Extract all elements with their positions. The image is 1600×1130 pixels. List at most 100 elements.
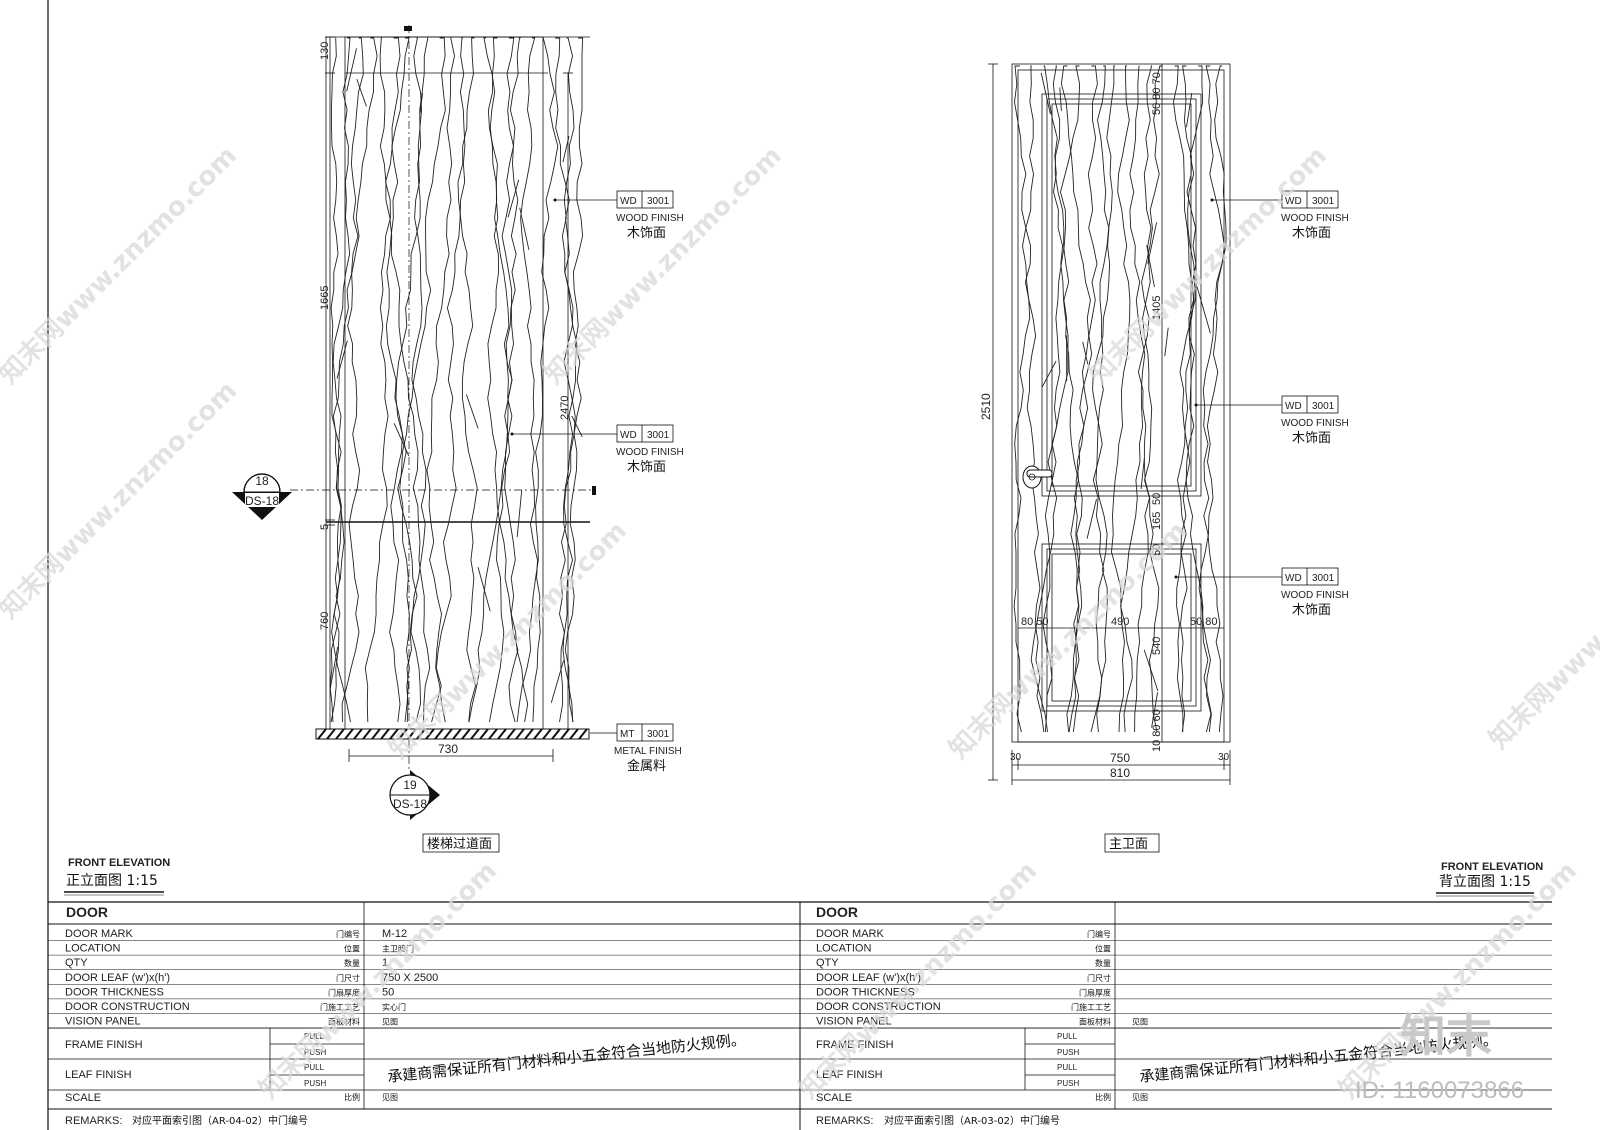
svg-text:WOOD FINISH: WOOD FINISH <box>1281 590 1349 601</box>
svg-text:LEAF FINISH: LEAF FINISH <box>65 1069 132 1081</box>
svg-text:PULL: PULL <box>304 1032 325 1041</box>
schedule-row-label: QTY <box>65 957 88 969</box>
svg-text:见图: 见图 <box>382 1093 398 1102</box>
grain-fleck <box>571 415 583 438</box>
right-caption: 主卫面 <box>1109 837 1148 852</box>
grain-line <box>489 37 515 723</box>
grain-fleck <box>516 490 523 537</box>
grain-fleck <box>393 423 410 457</box>
hatch-line <box>317 728 327 740</box>
hatch-line <box>515 728 525 740</box>
grain-line <box>331 37 351 723</box>
grain-line <box>1014 65 1045 733</box>
hatch-line <box>326 728 336 740</box>
svg-text:对应平面索引图（AR-03-02）中门编号: 对应平面索引图（AR-03-02）中门编号 <box>884 1114 1060 1127</box>
grain-fleck <box>519 207 530 250</box>
grain-line <box>1060 65 1091 733</box>
grain-fleck <box>1082 341 1089 365</box>
svg-text:30: 30 <box>1218 752 1230 763</box>
left-title-en: FRONT ELEVATION <box>68 857 170 869</box>
svg-text:知末网www.znzmo.com: 知末网www.znzmo.com <box>0 376 243 625</box>
grain-fleck <box>356 78 367 107</box>
grain-line <box>385 37 410 723</box>
grain-line <box>504 37 529 723</box>
hatch-line <box>551 728 561 740</box>
svg-text:490: 490 <box>1111 616 1129 628</box>
hatch-line <box>524 728 534 740</box>
svg-text:知末网www.znzmo.com: 知末网www.znzmo.com <box>539 141 788 390</box>
hatch-line <box>371 728 381 740</box>
grain-fleck <box>1186 92 1193 128</box>
grain-line <box>1030 65 1081 733</box>
schedule-row-value: 主卫暗门 <box>382 944 414 954</box>
svg-text:比例: 比例 <box>1095 1092 1111 1102</box>
grain-line <box>555 37 578 723</box>
hatch-line <box>443 728 453 740</box>
schedule-row-value: 见图 <box>382 1018 398 1027</box>
svg-text:SCALE: SCALE <box>65 1092 101 1104</box>
svg-text:知末网www.znzmo.com: 知末网www.znzmo.com <box>1084 141 1333 390</box>
svg-text:3001: 3001 <box>1312 573 1335 584</box>
svg-text:5: 5 <box>319 524 331 530</box>
hatch-line <box>416 728 426 740</box>
grain-fleck <box>1146 245 1155 287</box>
grain-line <box>1066 65 1098 733</box>
schedule-row-cn: 门施工工艺 <box>1071 1002 1111 1012</box>
tag-left-3: MT 3001 METAL FINISH 金属料 <box>590 723 682 774</box>
left-door-elevation: 130 1665 5 760 2470 730 18 DS-18 19 D <box>232 25 684 853</box>
grain-line <box>410 37 427 723</box>
watermark-logo: 知末 <box>1400 1009 1492 1063</box>
hatch-line <box>407 728 417 740</box>
grain-line <box>379 37 431 723</box>
hatch-line <box>344 728 354 740</box>
grain-fleck <box>507 179 520 218</box>
left-width-dim: 730 <box>438 742 458 756</box>
svg-text:WD: WD <box>1285 401 1302 412</box>
svg-text:木饰面: 木饰面 <box>1292 603 1331 618</box>
tag-right-2: WD 3001 WOOD FINISH 木饰面 <box>1194 395 1349 446</box>
grain-fleck <box>1041 360 1057 388</box>
svg-text:知末网www.znzmo.com: 知末网www.znzmo.com <box>1484 506 1600 755</box>
schedule-row-label: VISION PANEL <box>65 1016 141 1028</box>
schedule-row-cn: 位置 <box>344 944 360 954</box>
svg-text:2470: 2470 <box>559 396 571 420</box>
grain-line <box>399 37 446 723</box>
grain-line <box>330 37 342 723</box>
svg-text:SCALE: SCALE <box>816 1092 852 1104</box>
svg-text:80 50: 80 50 <box>1021 616 1049 628</box>
svg-text:PULL: PULL <box>1057 1063 1078 1072</box>
schedule-heading-left: DOOR <box>66 904 108 920</box>
schedule-row-cn: 面板材料 <box>1079 1017 1111 1027</box>
grain-line <box>1173 65 1195 733</box>
hatch-line <box>470 728 480 740</box>
svg-text:DS-18: DS-18 <box>393 797 427 811</box>
svg-text:对应平面索引图（AR-04-02）中门编号: 对应平面索引图（AR-04-02）中门编号 <box>132 1114 308 1127</box>
grain-fleck <box>1143 649 1159 692</box>
svg-text:WD: WD <box>1285 573 1302 584</box>
schedule-row-cn: 门扇厚度 <box>328 987 360 997</box>
grain-fleck <box>1196 286 1211 334</box>
grain-line <box>559 37 584 723</box>
schedule-row-value: 50 <box>382 986 394 998</box>
svg-text:540: 540 <box>1151 637 1163 655</box>
grain-line <box>520 37 541 723</box>
upper-panel <box>1041 93 1202 497</box>
svg-text:WOOD FINISH: WOOD FINISH <box>616 213 684 224</box>
schedule-row-value: 实心门 <box>382 1002 406 1012</box>
section-marker-19: 19 DS-18 <box>389 740 440 820</box>
svg-text:WOOD FINISH: WOOD FINISH <box>616 447 684 458</box>
metal-threshold <box>315 728 590 740</box>
fire-note-left: 承建商需保证所有门材料和小五金符合当地防火规例。 <box>387 1030 747 1086</box>
tag-left-2: WD 3001 WOOD FINISH 木饰面 <box>510 424 684 475</box>
svg-text:18: 18 <box>255 474 269 488</box>
hatch-line <box>497 728 507 740</box>
svg-text:PUSH: PUSH <box>1057 1079 1079 1088</box>
grain-line <box>457 37 478 723</box>
svg-text:3001: 3001 <box>647 196 670 207</box>
svg-text:2510: 2510 <box>979 393 993 420</box>
svg-text:PULL: PULL <box>1057 1032 1078 1041</box>
hatch-line <box>452 728 462 740</box>
svg-text:3001: 3001 <box>1312 196 1335 207</box>
schedule-row-cn: 门编号 <box>336 929 360 939</box>
svg-text:知末网www.znzmo.com: 知末网www.znzmo.com <box>384 516 633 765</box>
